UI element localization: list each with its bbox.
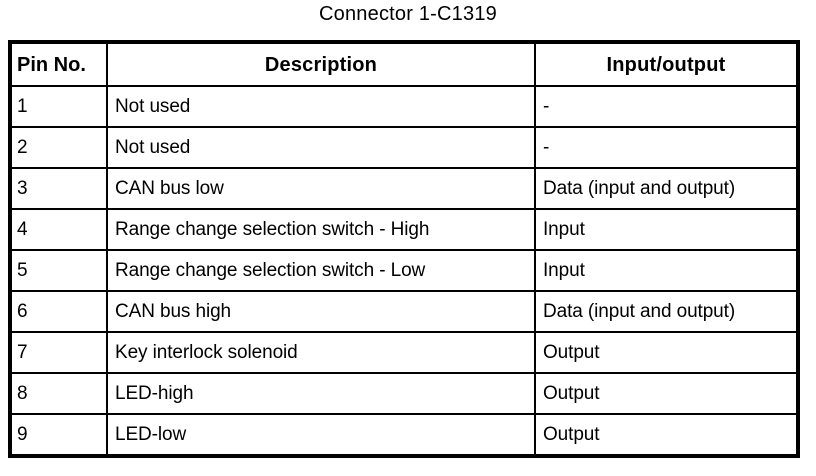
cell-input-output: Output (534, 331, 799, 374)
cell-description: Range change selection switch - High (106, 208, 536, 251)
cell-pin-no: 9 (9, 413, 108, 457)
column-header-pin-no: Pin No. (9, 41, 108, 87)
pin-assignment-table: Pin No. Description Input/output 1 Not u… (8, 40, 800, 458)
cell-description: LED-low (106, 413, 536, 457)
cell-pin-no: 4 (9, 208, 108, 251)
table-row: 8 LED-high Output (9, 372, 799, 415)
cell-description: Range change selection switch - Low (106, 249, 536, 292)
table-header: Pin No. Description Input/output (9, 41, 799, 87)
cell-input-output: Data (input and output) (534, 167, 799, 210)
table-header-row: Pin No. Description Input/output (9, 41, 799, 87)
cell-pin-no: 5 (9, 249, 108, 292)
table-row: 1 Not used - (9, 85, 799, 128)
column-header-input-output: Input/output (534, 41, 799, 87)
cell-input-output: - (534, 126, 799, 169)
cell-description: CAN bus low (106, 167, 536, 210)
table-body: 1 Not used - 2 Not used - 3 CAN bus low … (9, 85, 799, 457)
table-row: 5 Range change selection switch - Low In… (9, 249, 799, 292)
cell-description: CAN bus high (106, 290, 536, 333)
cell-pin-no: 8 (9, 372, 108, 415)
table-row: 4 Range change selection switch - High I… (9, 208, 799, 251)
column-header-description: Description (106, 41, 536, 87)
cell-input-output: Input (534, 249, 799, 292)
cell-pin-no: 3 (9, 167, 108, 210)
cell-pin-no: 2 (9, 126, 108, 169)
table-row: 7 Key interlock solenoid Output (9, 331, 799, 374)
table-row: 6 CAN bus high Data (input and output) (9, 290, 799, 333)
cell-pin-no: 7 (9, 331, 108, 374)
cell-input-output: Output (534, 413, 799, 457)
pin-table-container: Pin No. Description Input/output 1 Not u… (8, 40, 800, 458)
figure-title-text: Connector 1-C1319 (319, 3, 497, 25)
table-row: 2 Not used - (9, 126, 799, 169)
table-row: 9 LED-low Output (9, 413, 799, 457)
cell-description: Not used (106, 85, 536, 128)
table-row: 3 CAN bus low Data (input and output) (9, 167, 799, 210)
cell-pin-no: 6 (9, 290, 108, 333)
cell-input-output: Data (input and output) (534, 290, 799, 333)
cell-pin-no: 1 (9, 85, 108, 128)
cell-input-output: Output (534, 372, 799, 415)
cell-description: LED-high (106, 372, 536, 415)
cell-input-output: - (534, 85, 799, 128)
cell-description: Not used (106, 126, 536, 169)
cell-input-output: Input (534, 208, 799, 251)
figure-title: Connector 1-C1319 (0, 1, 816, 27)
cell-description: Key interlock solenoid (106, 331, 536, 374)
